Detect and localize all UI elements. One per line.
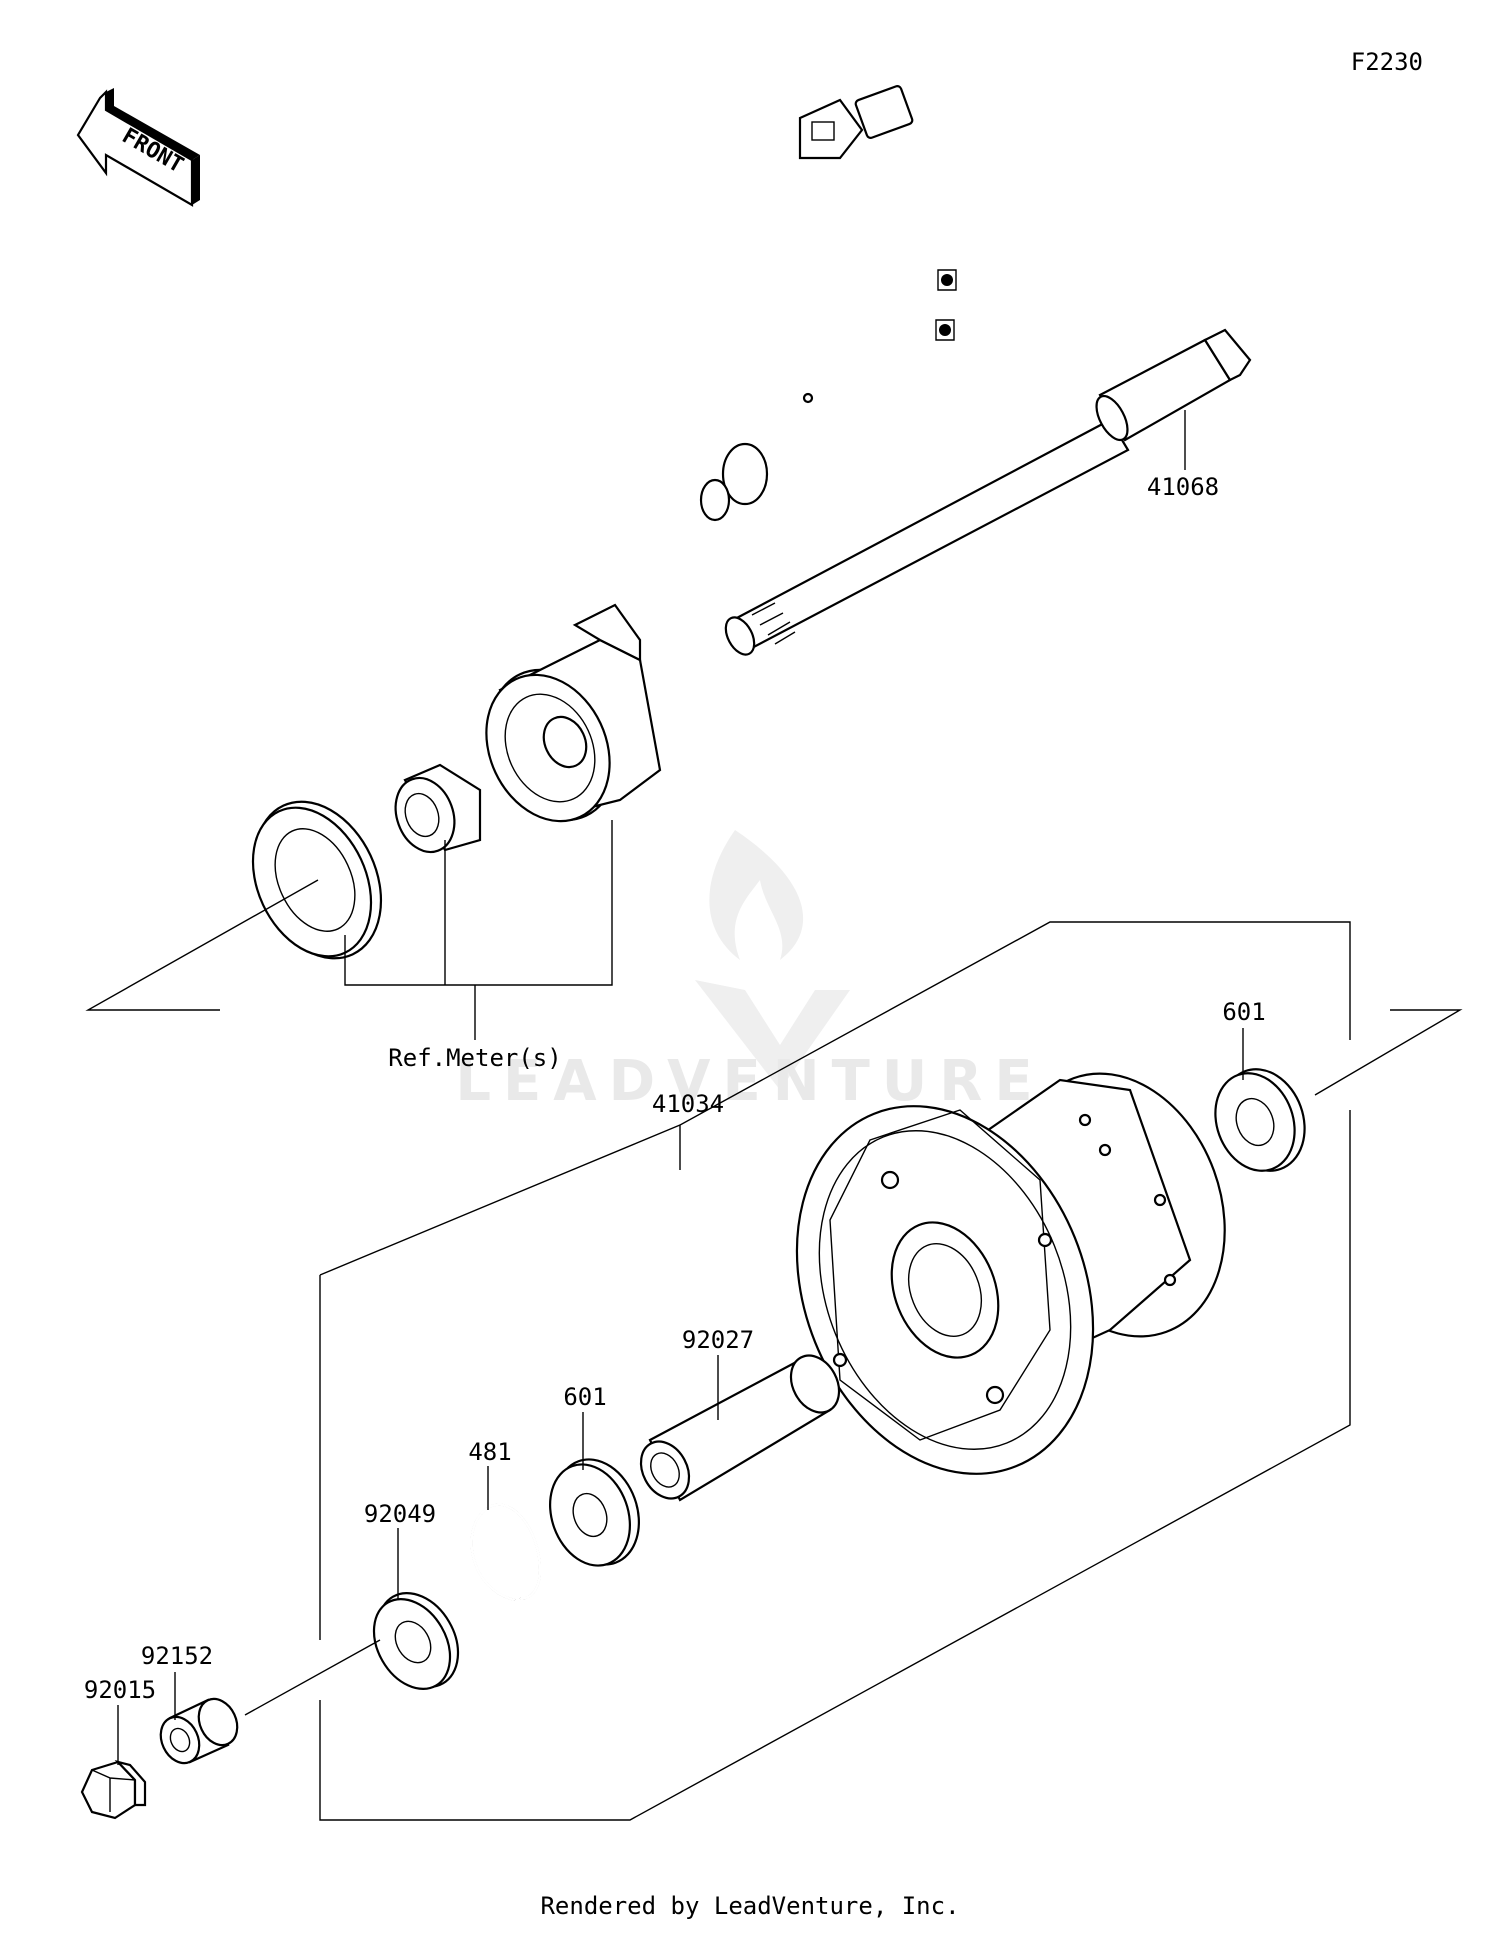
callout-seal: 92049 bbox=[364, 1500, 436, 1528]
front-axle bbox=[724, 328, 1252, 656]
callout-circlip: 481 bbox=[468, 1438, 511, 1466]
figure-code: F2230 bbox=[1351, 48, 1423, 76]
watermark-logo bbox=[695, 830, 850, 1090]
speedometer-cable bbox=[587, 85, 986, 644]
watermark-text: LEADVENTURE bbox=[455, 1049, 1044, 1114]
callout-bearing-left: 601 bbox=[563, 1383, 606, 1411]
bearing-right bbox=[1214, 1068, 1306, 1172]
callout-nut: 92015 bbox=[84, 1676, 156, 1704]
front-hub bbox=[795, 1072, 1226, 1475]
callout-spacer: 92152 bbox=[141, 1642, 213, 1670]
circlip bbox=[470, 1503, 542, 1602]
bearing-left bbox=[549, 1458, 640, 1567]
callout-axle: 41068 bbox=[1147, 473, 1219, 501]
callout-ref-meter: Ref.Meter(s) bbox=[388, 1044, 561, 1072]
axle-nut bbox=[80, 1760, 147, 1820]
spacer bbox=[159, 1697, 239, 1765]
leader-lines bbox=[85, 410, 1463, 1821]
front-arrow-icon: FRONT bbox=[76, 88, 200, 207]
footer-credit: Rendered by LeadVenture, Inc. bbox=[540, 1892, 960, 1920]
speedometer-gear-housing bbox=[485, 603, 662, 823]
callout-collar: 92027 bbox=[682, 1326, 754, 1354]
callout-hub: 41034 bbox=[652, 1090, 724, 1118]
grease-seal bbox=[372, 1592, 460, 1691]
collar bbox=[639, 1354, 841, 1502]
callout-bearing-right: 601 bbox=[1222, 998, 1265, 1026]
speedometer-drive-gear bbox=[394, 763, 482, 854]
